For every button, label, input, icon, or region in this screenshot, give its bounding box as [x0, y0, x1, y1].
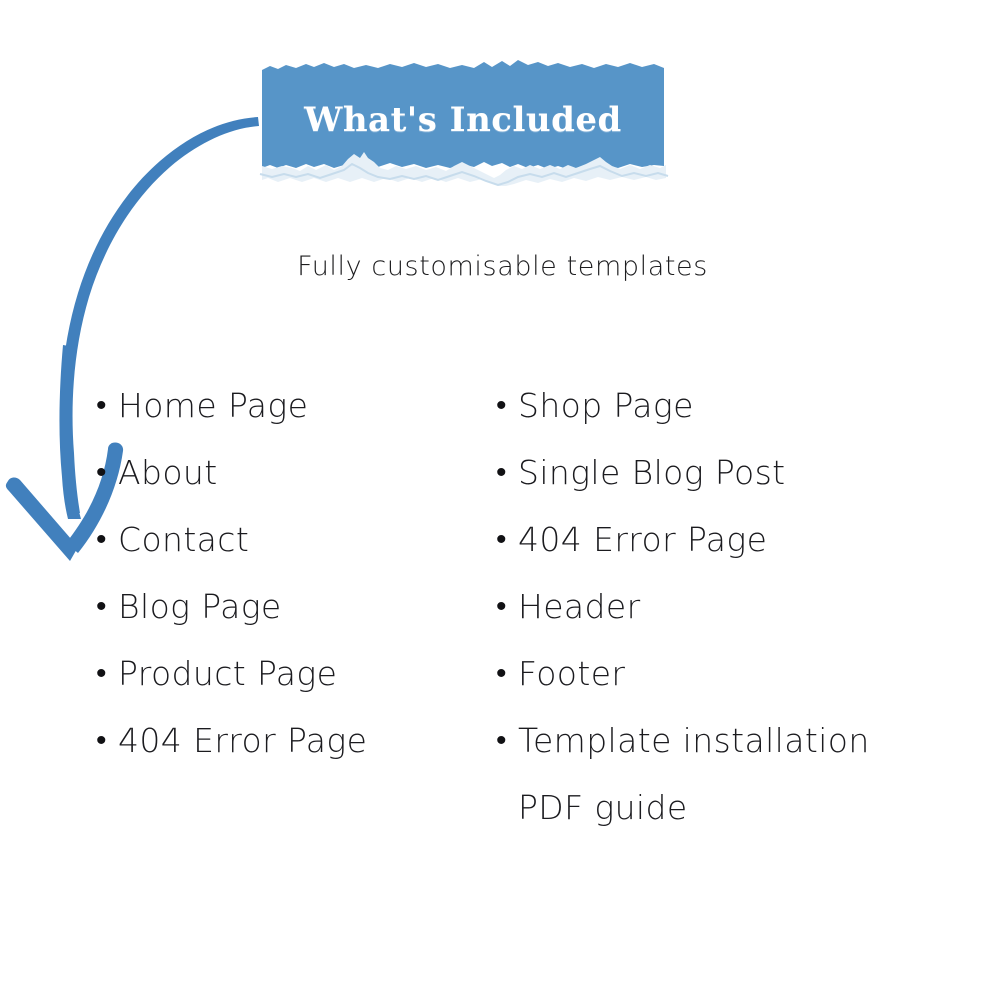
list-item-label: Header — [518, 587, 641, 626]
features-list-right: • Shop Page • Single Blog Post • 404 Err… — [496, 372, 966, 841]
torn-paper-shape — [259, 60, 669, 186]
list-item: • Blog Page — [96, 573, 496, 640]
bullet-icon: • — [96, 389, 107, 422]
bullet-icon: • — [496, 724, 507, 757]
list-item: • Header — [496, 573, 966, 640]
whats-included-banner: What's Included — [256, 58, 670, 186]
banner-title: What's Included — [304, 100, 622, 140]
list-item-label: Shop Page — [518, 386, 694, 425]
list-item-label: 404 Error Page — [518, 520, 768, 559]
list-item-label: Single Blog Post — [518, 453, 786, 492]
list-item: • Product Page — [96, 640, 496, 707]
list-item-label: Blog Page — [118, 587, 282, 626]
list-item: • Single Blog Post — [496, 439, 966, 506]
bullet-icon: • — [496, 523, 507, 556]
list-item: • Home Page — [96, 372, 496, 439]
bullet-icon: • — [496, 456, 507, 489]
bullet-icon: • — [96, 523, 107, 556]
list-item-label: Home Page — [118, 386, 309, 425]
bullet-icon: • — [96, 590, 107, 623]
bullet-icon: • — [496, 657, 507, 690]
bullet-icon: • — [496, 389, 507, 422]
list-item-label: 404 Error Page — [118, 721, 368, 760]
list-item: • Contact — [96, 506, 496, 573]
list-item: • Shop Page — [496, 372, 966, 439]
subtitle-text: Fully customisable templates — [297, 251, 708, 282]
list-item-label: Product Page — [118, 654, 338, 693]
features-list-left: • Home Page • About • Contact • Blog Pag… — [96, 372, 496, 774]
list-item-label: Contact — [118, 520, 250, 559]
list-item: • About — [96, 439, 496, 506]
bullet-icon: • — [496, 590, 507, 623]
bullet-icon: • — [96, 657, 107, 690]
bullet-icon: • — [96, 456, 107, 489]
list-item-label: Footer — [518, 654, 626, 693]
list-item: • 404 Error Page — [496, 506, 966, 573]
list-item: • Template installation PDF guide — [496, 707, 966, 841]
bullet-icon: • — [96, 724, 107, 757]
list-item-label: Template installation PDF guide — [518, 721, 870, 827]
curved-down-arrow-icon — [5, 117, 259, 561]
list-item: • Footer — [496, 640, 966, 707]
list-item: • 404 Error Page — [96, 707, 496, 774]
list-item-label: About — [118, 453, 218, 492]
